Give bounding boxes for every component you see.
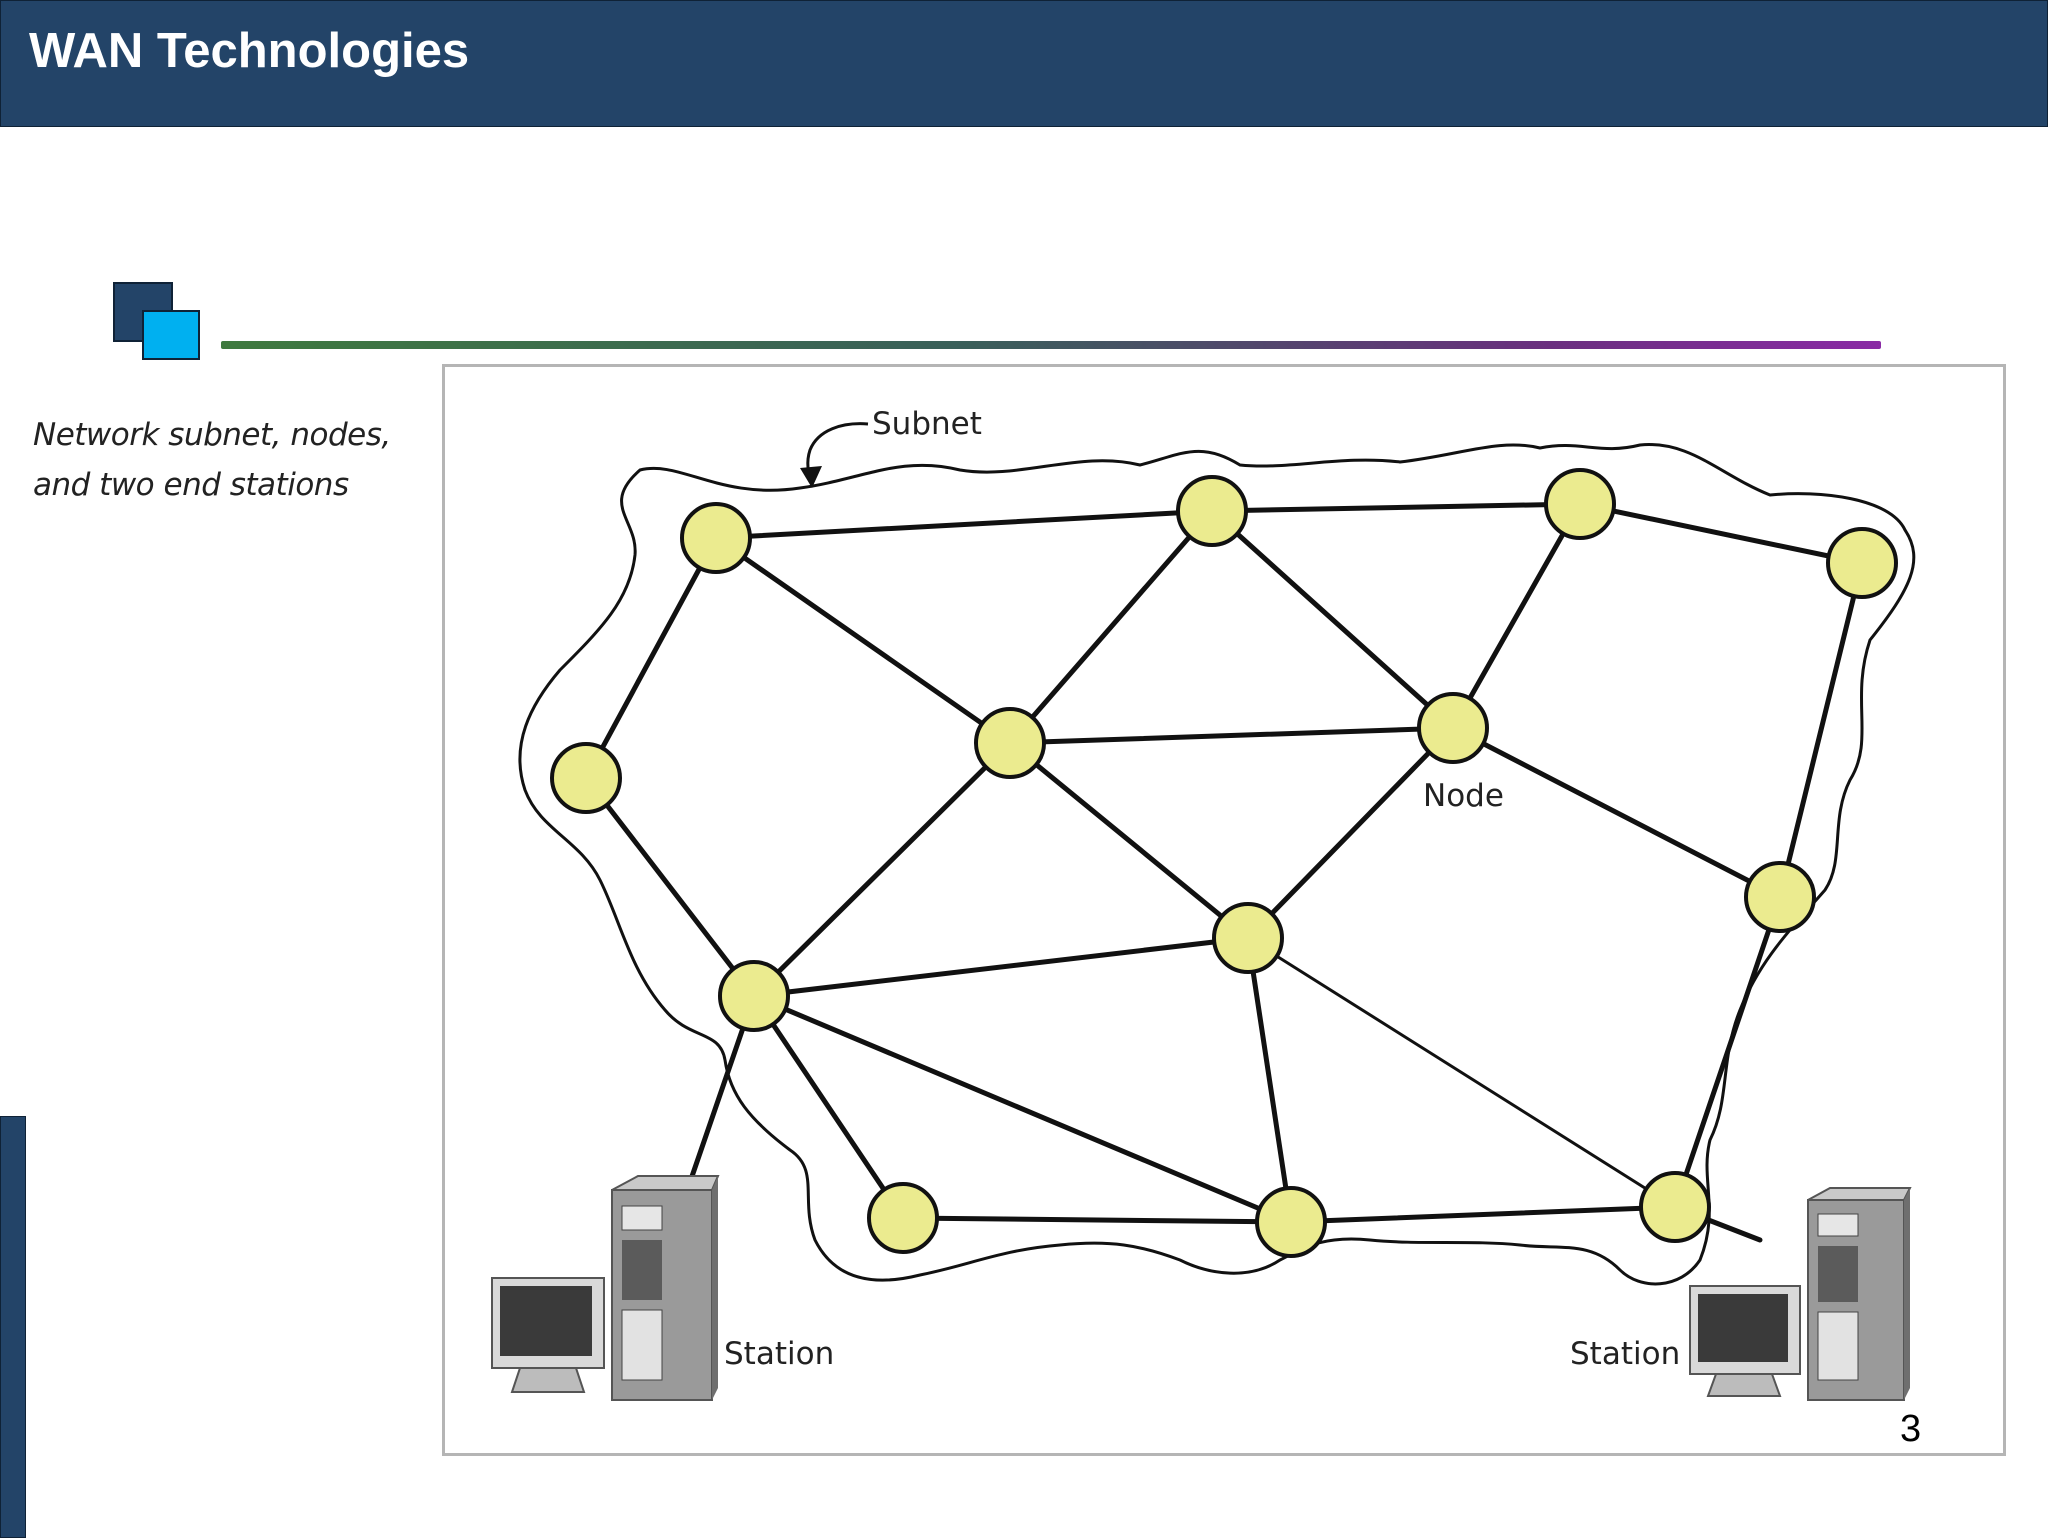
- link: [1777, 560, 1865, 900]
- left-station-computer-icon: [491, 1175, 720, 1401]
- slide-title: WAN Technologies: [29, 24, 470, 78]
- left-accent-bar: [0, 1116, 26, 1538]
- link: [713, 535, 1013, 746]
- node: [1826, 527, 1898, 599]
- link: [751, 935, 1251, 999]
- link: [1245, 935, 1294, 1225]
- link: [900, 1215, 1294, 1225]
- page-number: 3: [1900, 1408, 1922, 1450]
- link: [1450, 501, 1583, 731]
- subnet-arrowhead: [800, 466, 822, 488]
- link: [1288, 1204, 1678, 1225]
- links: [583, 501, 1865, 1243]
- link: [751, 740, 1013, 999]
- node: [1212, 902, 1284, 974]
- node: [1544, 468, 1616, 540]
- station-right-label: Station: [1570, 1336, 1680, 1372]
- node: [1176, 475, 1248, 547]
- node-label: Node: [1423, 778, 1504, 814]
- subnet-label: Subnet: [872, 406, 982, 442]
- caption-line-2: and two end stations: [33, 467, 349, 503]
- station-left-label: Station: [724, 1336, 834, 1372]
- link: [1007, 508, 1215, 746]
- nodes: [550, 468, 1898, 1258]
- subnet-boundary: [518, 443, 1916, 1286]
- node: [1639, 1171, 1711, 1243]
- right-station-computer-icon: [1689, 1187, 1912, 1401]
- link: [1450, 725, 1783, 900]
- decorative-square-blue: [142, 310, 200, 360]
- node: [1255, 1186, 1327, 1258]
- link: [583, 535, 719, 781]
- caption-line-1: Network subnet, nodes,: [33, 417, 391, 453]
- link: [1007, 725, 1456, 746]
- link: [1209, 501, 1583, 514]
- node: [1744, 861, 1816, 933]
- link: [1577, 501, 1865, 566]
- node: [867, 1182, 939, 1254]
- link: [1209, 508, 1456, 731]
- link: [583, 775, 757, 999]
- link: [1245, 725, 1456, 941]
- gradient-divider: [221, 341, 1881, 349]
- node: [680, 502, 752, 574]
- link: [713, 508, 1215, 541]
- node: [718, 960, 790, 1032]
- node: [974, 707, 1046, 779]
- link: [1007, 740, 1251, 941]
- node: [1417, 692, 1489, 764]
- figure-caption: Network subnet, nodes, and two end stati…: [33, 410, 413, 510]
- node: [550, 742, 622, 814]
- link: [751, 993, 906, 1221]
- link: [1672, 894, 1783, 1210]
- link-thin: [1247, 936, 1676, 1209]
- title-bar: WAN Technologies: [0, 0, 2048, 127]
- link: [751, 993, 1294, 1225]
